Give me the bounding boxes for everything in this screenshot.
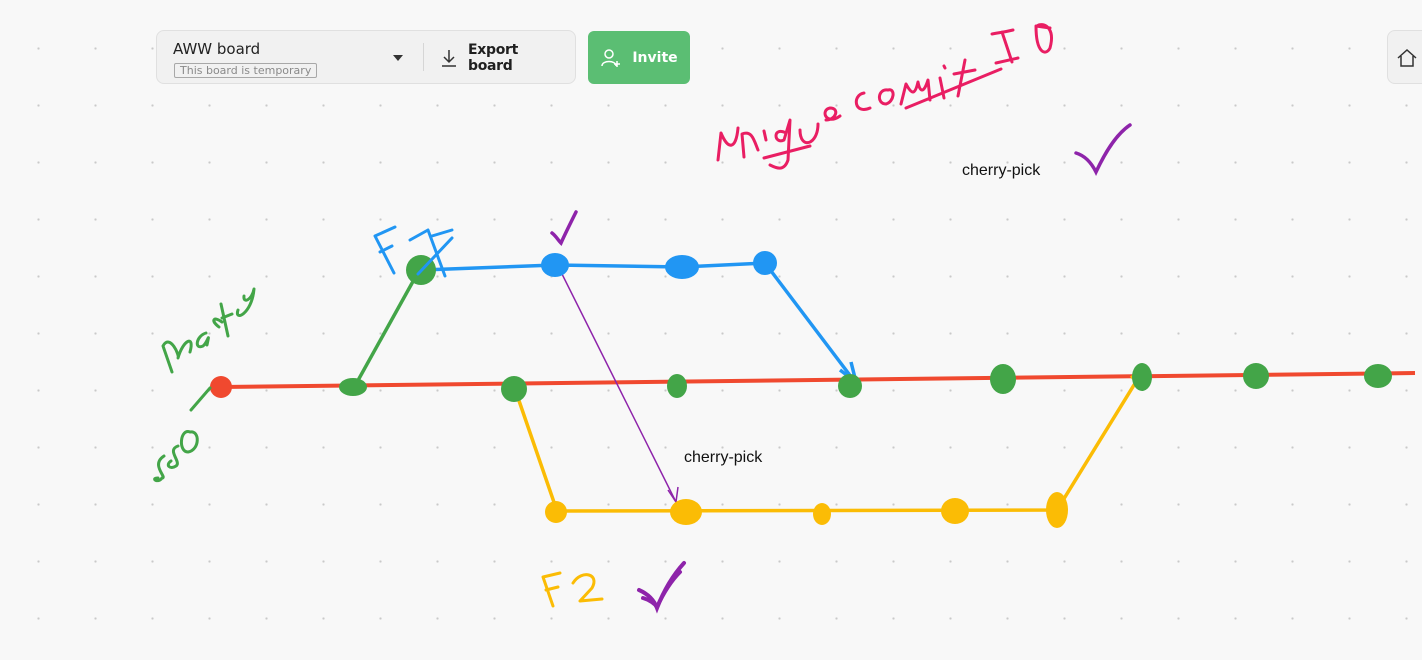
invite-label: Invite xyxy=(632,49,678,66)
commit-main[interactable] xyxy=(1243,363,1269,389)
home-icon xyxy=(1397,48,1417,67)
home-button[interactable] xyxy=(1387,30,1422,84)
commit-f2[interactable] xyxy=(670,499,702,525)
cherry-pick-arrow[interactable] xyxy=(559,269,676,501)
chevron-down-icon xyxy=(393,55,403,61)
download-icon xyxy=(441,50,456,67)
commit-main[interactable] xyxy=(838,374,862,398)
check-mark-icon xyxy=(550,210,578,247)
commit-start[interactable] xyxy=(210,376,232,398)
f2-branch-line[interactable] xyxy=(514,371,1144,513)
commit-main[interactable] xyxy=(339,378,367,396)
handwriting-unique-commit-id[interactable] xyxy=(716,23,1053,170)
main-branch-line[interactable] xyxy=(220,371,1416,389)
board-menu-dropdown[interactable] xyxy=(387,49,409,67)
commit-f2[interactable] xyxy=(941,498,969,524)
cherry-pick-label[interactable]: cherry-pick xyxy=(684,449,763,466)
commit-f1[interactable] xyxy=(541,253,569,277)
board-toolbar: AWW board This board is temporary Export… xyxy=(156,30,576,84)
f1-branch-connector[interactable] xyxy=(354,275,418,385)
check-mark-icon xyxy=(1074,123,1132,177)
handwriting-main[interactable] xyxy=(161,287,256,374)
commit-main[interactable] xyxy=(667,374,687,398)
handwriting-f2[interactable] xyxy=(541,571,604,608)
add-user-icon xyxy=(601,48,621,67)
double-check-mark-icon xyxy=(637,561,686,614)
commit-main[interactable] xyxy=(1132,363,1152,391)
export-board-button[interactable]: Export board xyxy=(432,41,575,75)
temporary-board-tag: This board is temporary xyxy=(174,63,318,78)
commit-f2[interactable] xyxy=(1046,492,1068,528)
commit-f1[interactable] xyxy=(665,255,699,279)
f1-merge-arrow[interactable] xyxy=(763,261,854,380)
commit-main[interactable] xyxy=(501,376,527,402)
handwriting-f1[interactable] xyxy=(373,225,454,278)
handwriting-sso[interactable] xyxy=(153,386,212,483)
commit-main[interactable] xyxy=(1364,364,1392,388)
commit-f1[interactable] xyxy=(753,251,777,275)
f1-branch-line[interactable] xyxy=(421,261,766,272)
toolbar-divider xyxy=(423,43,424,71)
board-name[interactable]: AWW board xyxy=(173,40,261,58)
invite-button[interactable]: Invite xyxy=(588,31,690,84)
commit-f2[interactable] xyxy=(813,503,831,525)
commit-f2[interactable] xyxy=(545,501,567,523)
commit-main[interactable] xyxy=(990,364,1016,394)
export-board-label: Export board xyxy=(467,42,519,74)
cherry-pick-label[interactable]: cherry-pick xyxy=(962,162,1041,179)
